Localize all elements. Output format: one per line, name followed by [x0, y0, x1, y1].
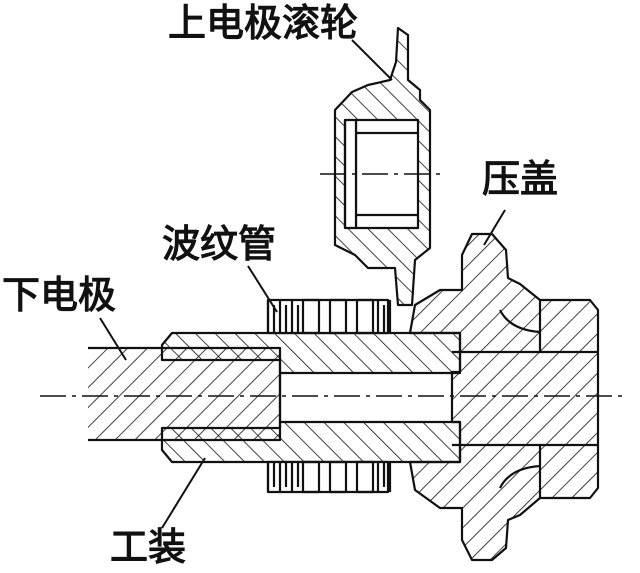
- fixture-upper-wall: [160, 331, 462, 375]
- leader-lower-electrode: [99, 317, 127, 361]
- label-fixture: 工装: [110, 524, 187, 569]
- bellows-upper: [266, 298, 392, 335]
- pressure-cover-body: [408, 232, 600, 562]
- leader-bellows: [247, 265, 278, 313]
- label-pressure-cover: 压盖: [482, 156, 559, 201]
- leader-pressure-cover: [483, 209, 506, 246]
- bellows-lower: [266, 460, 392, 494]
- leader-upper-electrode-roller: [351, 39, 393, 81]
- label-bellows: 波纹管: [162, 221, 277, 266]
- leader-fixture: [161, 457, 206, 529]
- label-upper-electrode-roller: 上电极滚轮: [168, 0, 359, 45]
- label-lower-electrode: 下电极: [2, 272, 117, 317]
- lower-electrode-rod: [88, 346, 282, 442]
- fixture-lower-wall: [160, 420, 462, 464]
